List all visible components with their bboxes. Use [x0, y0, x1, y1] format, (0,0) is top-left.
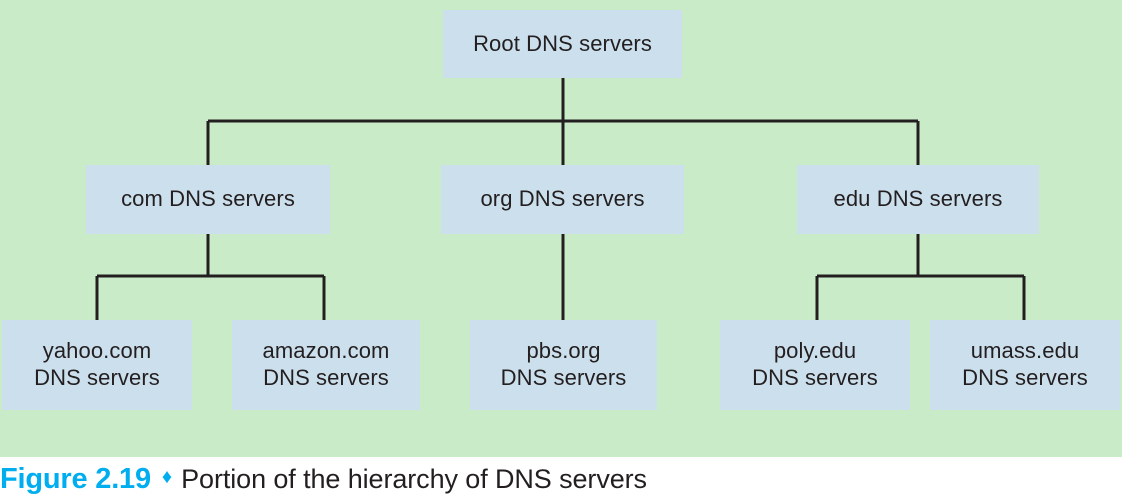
- node-edu-dns-servers[interactable]: edu DNS servers: [797, 165, 1039, 234]
- node-org-line1: org DNS servers: [480, 186, 645, 212]
- figure-number-label: Figure 2.19: [0, 462, 151, 495]
- node-pbs-line1: pbs.org: [526, 338, 601, 364]
- node-umass-line2: DNS servers: [962, 365, 1088, 390]
- figure-caption: Figure 2.19 ♦ Portion of the hierarchy o…: [0, 457, 1122, 501]
- node-org-dns-servers[interactable]: org DNS servers: [441, 165, 684, 234]
- node-amazon-line2: DNS servers: [263, 365, 389, 390]
- node-amazon-line1: amazon.com: [262, 338, 390, 364]
- node-poly-dns-servers[interactable]: poly.edu DNS servers: [720, 320, 910, 410]
- node-pbs-line2: DNS servers: [500, 365, 627, 390]
- node-yahoo-line1: yahoo.com: [42, 338, 152, 364]
- node-poly-line2: DNS servers: [752, 365, 878, 390]
- node-umass-dns-servers[interactable]: umass.edu DNS servers: [930, 320, 1120, 410]
- node-yahoo-line2: DNS servers: [34, 365, 160, 390]
- node-umass-line1: umass.edu: [970, 338, 1080, 364]
- node-poly-line1: poly.edu: [773, 338, 857, 364]
- diamond-icon: ♦: [161, 465, 173, 488]
- figure-caption-text: Portion of the hierarchy of DNS servers: [181, 463, 647, 494]
- connector-lines: [95, 78, 1026, 320]
- node-com-dns-servers[interactable]: com DNS servers: [86, 165, 330, 234]
- node-com-line1: com DNS servers: [121, 186, 295, 212]
- node-amazon-dns-servers[interactable]: amazon.com DNS servers: [232, 320, 420, 410]
- node-pbs-dns-servers[interactable]: pbs.org DNS servers: [470, 320, 657, 410]
- node-root-line1: Root DNS servers: [473, 30, 652, 56]
- node-root-dns-servers[interactable]: Root DNS servers: [443, 10, 682, 78]
- node-edu-line1: edu DNS servers: [833, 186, 1003, 212]
- node-yahoo-dns-servers[interactable]: yahoo.com DNS servers: [2, 320, 192, 410]
